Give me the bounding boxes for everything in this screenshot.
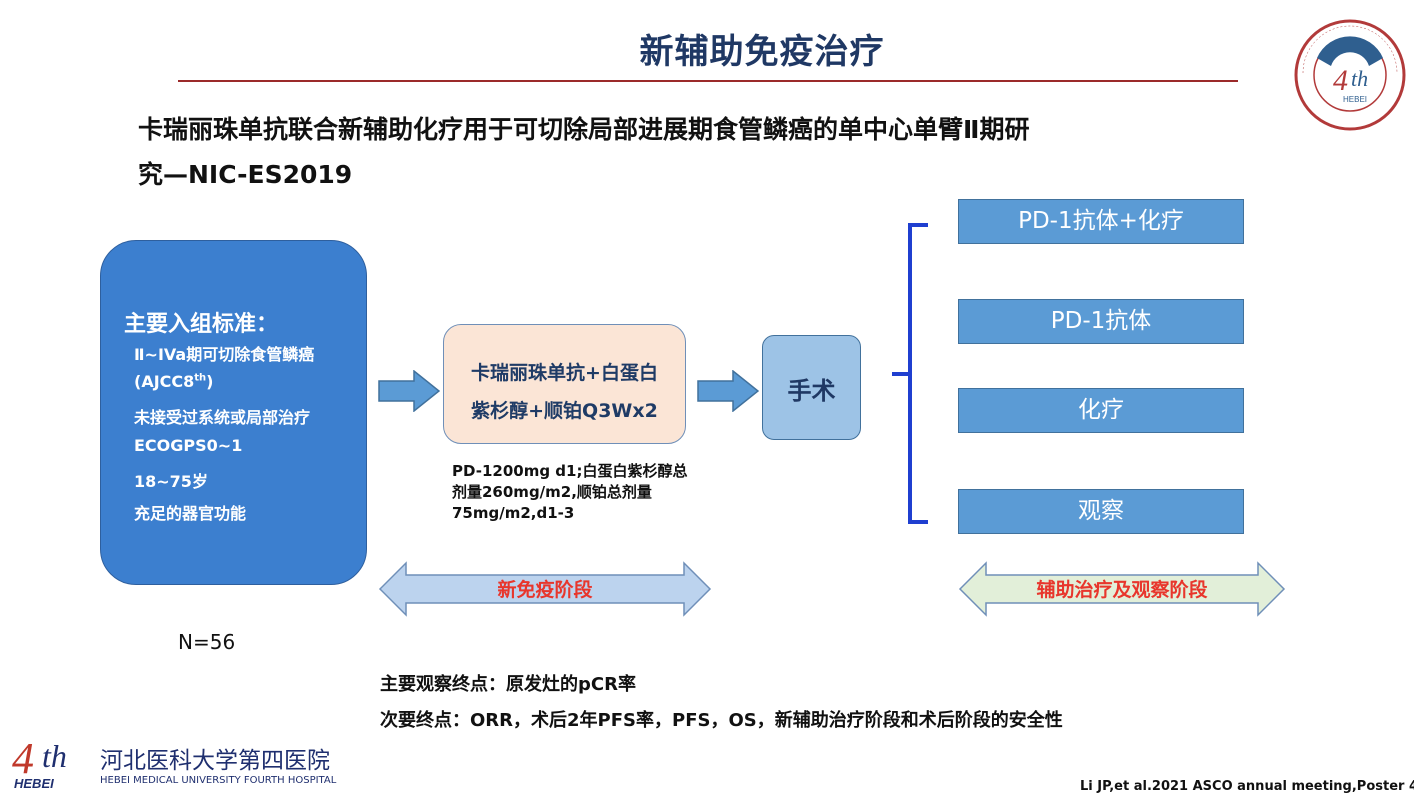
dose-line: 剂量260mg/m2,顺铂总剂量 — [452, 483, 652, 501]
svg-text:4: 4 — [1333, 64, 1348, 97]
criteria-item: 未接受过系统或局部治疗 — [134, 408, 311, 427]
surgery-label: 手术 — [787, 377, 836, 405]
arrow-right-icon — [378, 370, 440, 412]
outcome-pd1-chemo: PD-1抗体+化疗 — [958, 199, 1244, 244]
primary-endpoint: 主要观察终点：原发灶的pCR率 — [380, 674, 636, 695]
neoadjuvant-phase-arrow-icon — [378, 561, 712, 617]
svg-text:HEBEI: HEBEI — [1343, 95, 1367, 104]
arrow-right-icon — [697, 370, 759, 412]
neoadjuvant-phase-label: 新免疫阶段 — [497, 579, 593, 601]
criteria-item: (AJCC8th) — [134, 372, 214, 391]
dose-line: 75mg/m2,d1-3 — [452, 504, 575, 522]
outcome-chemo: 化疗 — [958, 388, 1244, 433]
criteria-item: 充足的器官功能 — [134, 504, 247, 523]
surgery-box — [762, 335, 861, 440]
treatment-regimen-box — [443, 324, 686, 444]
inclusion-criteria-box — [100, 240, 367, 585]
hospital-name-en: HEBEI MEDICAL UNIVERSITY FOURTH HOSPITAL — [100, 775, 337, 786]
secondary-endpoint: 次要终点：ORR，术后2年PFS率，PFS，OS，新辅助治疗阶段和术后阶段的安全… — [380, 710, 1063, 731]
criteria-item: ECOGPS0~1 — [134, 436, 243, 455]
hospital-seal-logo: 4 th HEBEI — [1294, 19, 1406, 131]
criteria-item: 18~75岁 — [134, 472, 208, 491]
dose-description: PD-1200mg d1;白蛋白紫杉醇总 剂量260mg/m2,顺铂总剂量 75… — [452, 461, 712, 524]
study-title-line1: 卡瑞丽珠单抗联合新辅助化疗用于可切除局部进展期食管鳞癌的单中心单臂Ⅱ期研 — [138, 115, 1030, 144]
bracket-icon — [892, 223, 928, 524]
citation: Li JP,et al.2021 ASCO annual meeting,Pos… — [1080, 779, 1414, 794]
treatment-line1: 卡瑞丽珠单抗+白蛋白 — [471, 362, 658, 384]
criteria-heading: 主要入组标准： — [124, 312, 279, 337]
title-divider — [178, 80, 1238, 82]
outcome-observation: 观察 — [958, 489, 1244, 534]
svg-text:HEBEI: HEBEI — [14, 776, 54, 791]
hospital-name-cn: 河北医科大学第四医院 — [100, 748, 330, 774]
outcome-pd1: PD-1抗体 — [958, 299, 1244, 344]
hospital-4th-logo-icon: 4 th HEBEI — [12, 734, 67, 791]
svg-text:th: th — [1351, 66, 1368, 91]
svg-text:4: 4 — [12, 734, 34, 783]
svg-text:th: th — [42, 738, 67, 774]
treatment-line2: 紫杉醇+顺铂Q3Wx2 — [471, 400, 658, 422]
adjuvant-phase-arrow-icon — [958, 561, 1286, 617]
criteria-item: Ⅱ~IVa期可切除食管鳞癌 — [134, 345, 315, 364]
hospital-footer-logo: 4 th HEBEI 河北医科大学第四医院 HEBEI MEDICAL UNIV… — [8, 733, 338, 793]
study-title-line2: 究—NIC-ES2019 — [138, 160, 353, 189]
sample-size: N=56 — [178, 630, 236, 654]
slide-title: 新辅助免疫治疗 — [639, 32, 885, 72]
dose-line: PD-1200mg d1;白蛋白紫杉醇总 — [452, 462, 688, 480]
adjuvant-phase-label: 辅助治疗及观察阶段 — [1036, 579, 1208, 601]
